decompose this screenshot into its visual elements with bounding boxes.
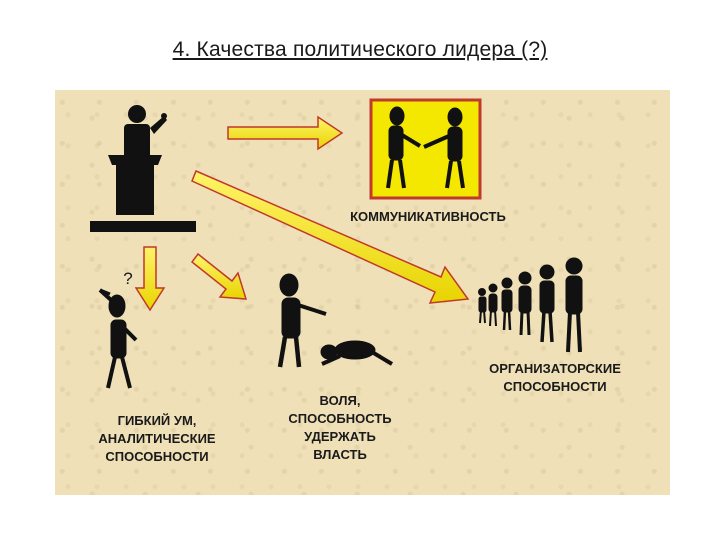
commanding-figure: [277, 273, 327, 368]
organizational-line-2: СПОСОБНОСТИ: [503, 379, 607, 394]
arrow-to-will: [190, 252, 248, 300]
queue-figures: [478, 257, 583, 353]
bowing-figure: [320, 340, 394, 366]
will-line-4: ВЛАСТЬ: [313, 447, 367, 462]
flexible-mind-line-1: ГИБКИЙ УМ,: [117, 413, 197, 428]
arrow-to-organizational: [191, 170, 470, 304]
communicativeness-label: КОММУНИКАТИВНОСТЬ: [350, 209, 506, 224]
slide-title: 4. Качества политического лидера (?): [172, 38, 548, 61]
will-label: ВОЛЯ, СПОСОБНОСТЬ УДЕРЖАТЬ ВЛАСТЬ: [270, 392, 410, 464]
organizational-label: ОРГАНИЗАТОРСКИЕ СПОСОБНОСТИ: [465, 360, 645, 396]
will-line-3: УДЕРЖАТЬ: [304, 429, 376, 444]
flexible-mind-label: ГИБКИЙ УМ, АНАЛИТИЧЕСКИЕ СПОСОБНОСТИ: [82, 412, 232, 466]
leader-platform: [90, 221, 196, 232]
arrow-to-communicativeness: [227, 115, 344, 151]
will-line-1: ВОЛЯ,: [319, 393, 361, 408]
thinking-figure: [98, 288, 138, 389]
organizational-line-1: ОРГАНИЗАТОРСКИЕ: [489, 361, 621, 376]
flexible-mind-line-2: АНАЛИТИЧЕСКИЕ: [98, 431, 216, 446]
handshake-illustration: [369, 98, 482, 200]
question-mark-label: ?: [123, 269, 133, 288]
will-line-2: СПОСОБНОСТЬ: [288, 411, 392, 426]
arrow-to-flexible-mind: [134, 246, 166, 312]
flexible-mind-line-3: СПОСОБНОСТИ: [105, 449, 209, 464]
podium: [108, 155, 162, 215]
